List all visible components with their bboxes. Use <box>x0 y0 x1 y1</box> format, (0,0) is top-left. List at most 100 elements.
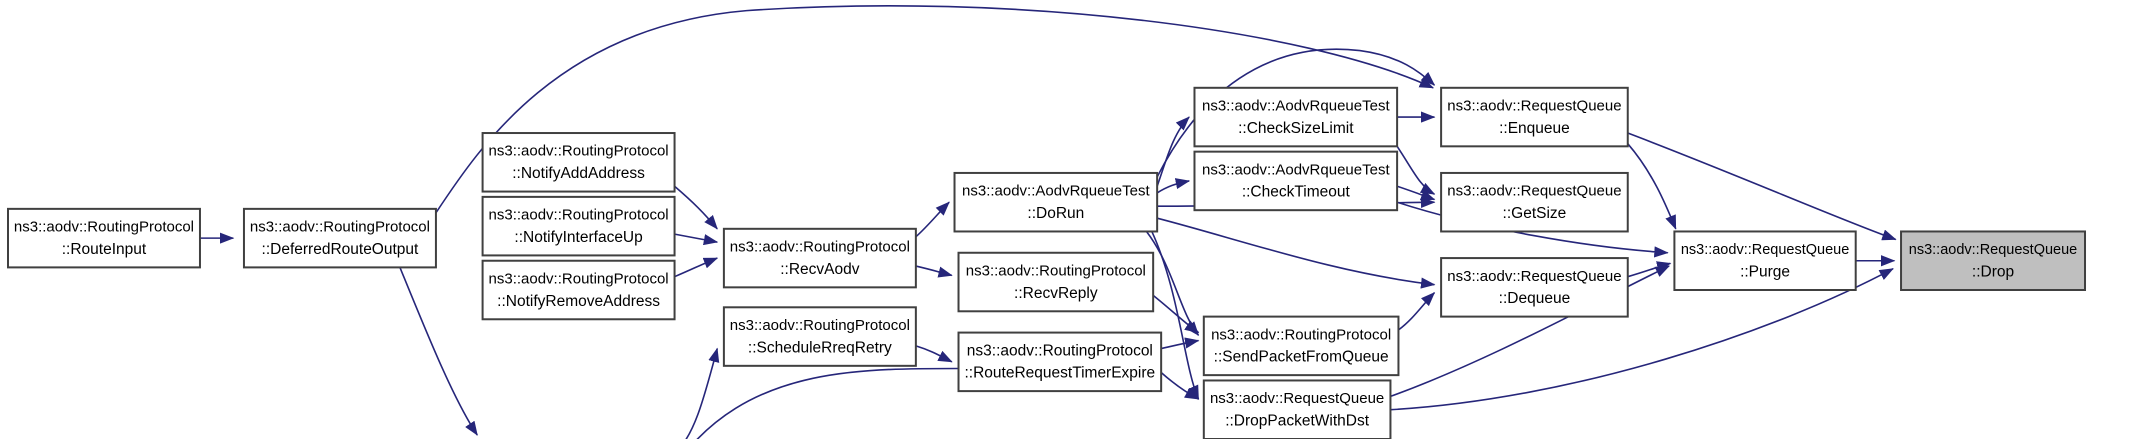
node-rect[interactable] <box>7 207 201 269</box>
node-label-line1: ns3::aodv::AodvRqueueTest <box>1202 161 1390 178</box>
call-edge-enqueue-to-purge <box>1627 143 1677 230</box>
node-label-line2: ::NotifyInterfaceUp <box>514 229 642 246</box>
node-label-line2: ::RecvAodv <box>780 261 860 278</box>
call-edge-dequeue-to-purge <box>1627 261 1672 278</box>
call-graph-node-notifyaddaddress[interactable]: ns3::aodv::RoutingProtocol::NotifyAddAdd… <box>481 132 676 193</box>
call-graph-node-notifyremoveaddress[interactable]: ns3::aodv::RoutingProtocol::NotifyRemove… <box>481 259 676 321</box>
call-edge-deferredrouteoutput-to-sendrequest <box>399 267 478 436</box>
call-graph-node-recvreply[interactable]: ns3::aodv::RoutingProtocol::RecvReply <box>957 251 1155 313</box>
node-label-line2: ::DeferredRouteOutput <box>262 241 420 258</box>
node-label-line2: ::ScheduleRreqRetry <box>748 339 892 356</box>
node-rect[interactable] <box>481 132 676 193</box>
call-edge-checksizelimit-to-getsize <box>1396 145 1436 195</box>
call-edge-dorun-to-checktimeout <box>1156 178 1191 194</box>
call-graph-node-schedulerreqretry[interactable]: ns3::aodv::RoutingProtocol::ScheduleRreq… <box>722 306 917 367</box>
node-label-line2: ::SendPacketFromQueue <box>1214 349 1389 366</box>
node-rect[interactable] <box>481 195 676 257</box>
node-label-line2: ::GetSize <box>1503 205 1567 222</box>
call-edge-checktimeout-to-purge <box>1396 201 1669 258</box>
node-rect[interactable] <box>1193 150 1399 212</box>
node-label-line1: ns3::aodv::RoutingProtocol <box>967 342 1153 359</box>
node-rect[interactable] <box>1900 230 2087 291</box>
node-label-line1: ns3::aodv::RoutingProtocol <box>730 317 910 334</box>
node-label-line1: ns3::aodv::RoutingProtocol <box>14 219 194 236</box>
node-label-line2: ::NotifyRemoveAddress <box>497 293 660 310</box>
node-label-line1: ns3::aodv::RoutingProtocol <box>730 239 910 256</box>
call-graph-node-droppacketwithdst[interactable]: ns3::aodv::RequestQueue::DropPacketWithD… <box>1202 379 1392 439</box>
node-rect[interactable] <box>722 306 917 367</box>
node-label-line2: ::DropPacketWithDst <box>1225 413 1370 430</box>
node-label-line2: ::NotifyAddAddress <box>512 165 645 182</box>
node-label-line2: ::DoRun <box>1027 205 1084 222</box>
call-edge-dorun-to-droppacketwithdst <box>1151 231 1200 400</box>
node-label-line1: ns3::aodv::RequestQueue <box>1447 268 1621 285</box>
call-edge-dorun-to-sendpacketfromqueue <box>1145 230 1200 336</box>
node-rect[interactable] <box>953 171 1159 233</box>
node-label-line1: ns3::aodv::RoutingProtocol <box>1211 326 1391 343</box>
node-rect[interactable] <box>957 251 1155 313</box>
call-edge-notifyaddaddress-to-recvaodv <box>674 185 718 230</box>
node-rect[interactable] <box>722 227 917 289</box>
node-layer: ns3::aodv::RoutingProtocol::RouteInputns… <box>7 86 2087 439</box>
call-edge-routerequesttimerexpire-to-sendrequest <box>696 367 959 439</box>
call-edge-notifyremoveaddress-to-recvaodv <box>674 257 719 278</box>
node-label-line1: ns3::aodv::RequestQueue <box>1909 242 2077 258</box>
call-edge-schedulerreqretry-to-routerequesttimerexpire <box>915 345 953 363</box>
call-graph-node-getsize[interactable]: ns3::aodv::RequestQueue::GetSize <box>1440 171 1629 233</box>
node-rect[interactable] <box>1202 379 1392 439</box>
node-label-line1: ns3::aodv::RoutingProtocol <box>250 219 430 236</box>
node-label-line1: ns3::aodv::RequestQueue <box>1681 242 1849 258</box>
node-label-line1: ns3::aodv::RoutingProtocol <box>489 143 669 160</box>
node-label-line1: ns3::aodv::RoutingProtocol <box>489 270 669 287</box>
call-graph-node-routerequesttimerexpire[interactable]: ns3::aodv::RoutingProtocol::RouteRequest… <box>957 331 1163 393</box>
node-label-line2: ::Enqueue <box>1499 120 1570 137</box>
node-rect[interactable] <box>957 331 1163 393</box>
call-edge-droppacketwithdst-to-drop <box>1390 268 1894 411</box>
call-edge-sendpacketfromqueue-to-dequeue <box>1397 291 1436 331</box>
call-edge-dorun-to-checksizelimit <box>1156 116 1190 187</box>
call-graph-node-routeinput[interactable]: ns3::aodv::RoutingProtocol::RouteInput <box>7 207 201 269</box>
call-graph-node-recvaodv[interactable]: ns3::aodv::RoutingProtocol::RecvAodv <box>722 227 917 289</box>
node-rect[interactable] <box>1202 315 1400 377</box>
node-label-line2: ::Dequeue <box>1499 290 1571 307</box>
node-rect[interactable] <box>481 259 676 321</box>
node-label-line1: ns3::aodv::RoutingProtocol <box>966 262 1146 279</box>
call-graph-node-checksizelimit[interactable]: ns3::aodv::AodvRqueueTest::CheckSizeLimi… <box>1193 86 1399 148</box>
node-label-line2: ::CheckTimeout <box>1242 184 1351 201</box>
node-label-line2: ::RouteInput <box>62 241 147 258</box>
call-graph-node-notifyinterfaceup[interactable]: ns3::aodv::RoutingProtocol::NotifyInterf… <box>481 195 676 257</box>
call-edge-routerequesttimerexpire-to-sendpacketfromqueue <box>1160 337 1200 350</box>
call-edge-deferredrouteoutput-to-enqueue <box>435 5 1434 214</box>
call-edge-notifyinterfaceup-to-recvaodv <box>674 233 719 246</box>
node-rect[interactable] <box>1193 86 1399 148</box>
call-graph-node-enqueue[interactable]: ns3::aodv::RequestQueue::Enqueue <box>1440 86 1629 148</box>
node-label-line1: ns3::aodv::RequestQueue <box>1210 390 1384 407</box>
call-graph-node-sendpacketfromqueue[interactable]: ns3::aodv::RoutingProtocol::SendPacketFr… <box>1202 315 1400 377</box>
node-rect[interactable] <box>242 207 437 269</box>
call-edge-recvaodv-to-recvreply <box>915 265 953 278</box>
node-label-line1: ns3::aodv::RequestQueue <box>1447 183 1621 200</box>
call-edge-checktimeout-to-getsize <box>1396 185 1436 201</box>
call-edge-dorun-to-enqueue <box>1156 48 1436 178</box>
call-graph-node-dequeue[interactable]: ns3::aodv::RequestQueue::Dequeue <box>1440 257 1629 318</box>
call-graph-node-purge[interactable]: ns3::aodv::RequestQueue::Purge <box>1673 230 1857 291</box>
node-label-line2: ::CheckSizeLimit <box>1238 120 1354 137</box>
call-edge-droppacketwithdst-to-purge <box>1390 265 1670 398</box>
node-rect[interactable] <box>1440 86 1629 148</box>
call-graph-node-drop[interactable]: ns3::aodv::RequestQueue::Drop <box>1900 230 2087 291</box>
node-label-line1: ns3::aodv::AodvRqueueTest <box>1202 97 1390 114</box>
call-edge-routerequesttimerexpire-to-droppacketwithdst <box>1160 371 1200 400</box>
call-graph-node-dorun[interactable]: ns3::aodv::AodvRqueueTest::DoRun <box>953 171 1159 233</box>
call-graph-node-deferredrouteoutput[interactable]: ns3::aodv::RoutingProtocol::DeferredRout… <box>242 207 437 269</box>
node-rect[interactable] <box>1440 257 1629 318</box>
call-graph-node-checktimeout[interactable]: ns3::aodv::AodvRqueueTest::CheckTimeout <box>1193 150 1399 212</box>
call-edge-recvreply-to-sendpacketfromqueue <box>1152 294 1200 334</box>
node-label-line2: ::RecvReply <box>1014 285 1098 302</box>
node-rect[interactable] <box>1673 230 1857 291</box>
node-rect[interactable] <box>1440 171 1629 233</box>
edge-layer <box>199 5 1897 439</box>
call-edge-dorun-to-dequeue <box>1156 217 1436 289</box>
call-edge-sendrequest-to-schedulerreqretry <box>685 347 720 439</box>
